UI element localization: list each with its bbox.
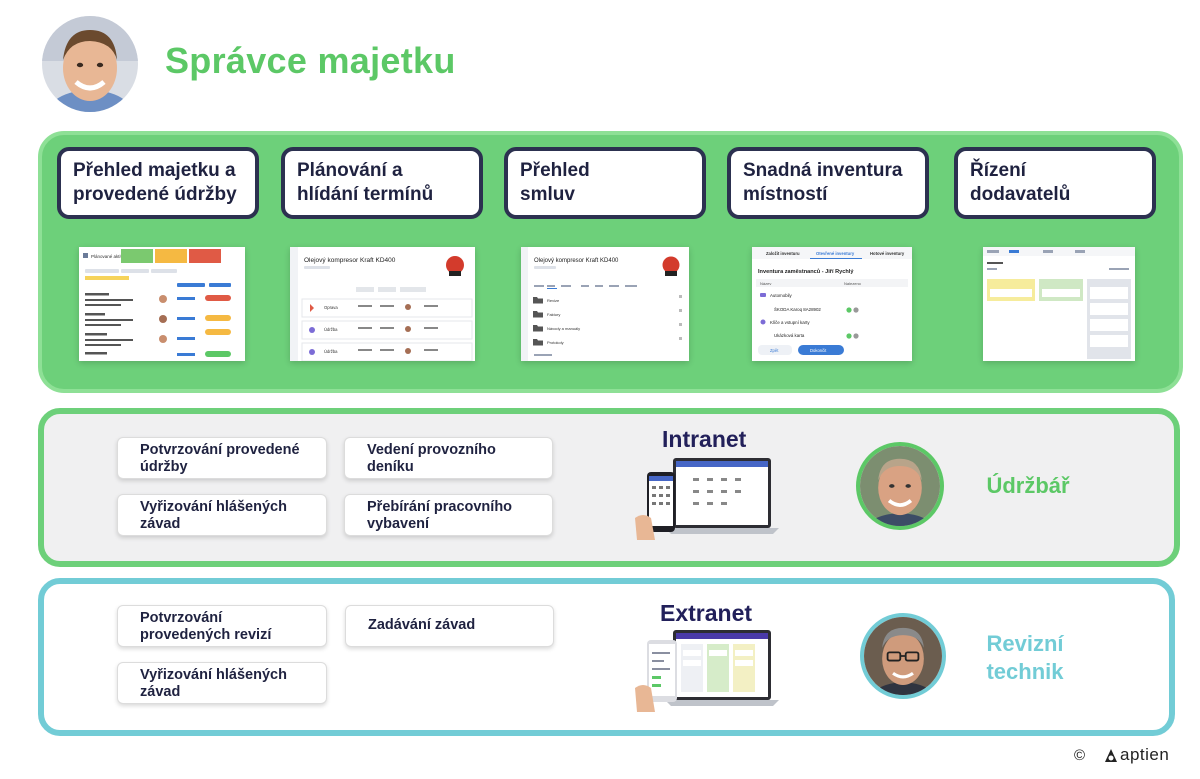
kompresor-title: Olejový kompresor Kraft KD400 <box>304 257 396 264</box>
feature-label-line2: hlídání termínů <box>297 184 434 205</box>
intranet-devices <box>633 456 781 542</box>
task-operation-log: Vedení provozního deníku <box>344 437 553 479</box>
aptien-logo-icon <box>1104 748 1118 764</box>
task-handle-faults-ext: Vyřizování hlášených závad <box>117 662 327 704</box>
task-line2: údržby <box>140 459 188 475</box>
inventory-col-found: Nalezeno <box>844 281 862 286</box>
task-line1: Potvrzování <box>140 610 223 626</box>
inventory-back: Zpět <box>770 348 779 353</box>
maintenance-list-preview: Plánované aktivity <box>83 249 231 357</box>
schedule-row-3: Údržba <box>324 349 338 354</box>
task-line2: závad <box>140 516 181 532</box>
schedule-row-2: Údržba <box>324 327 338 332</box>
inventory-tab-2: Otevřené inventury <box>816 251 855 256</box>
technician-avatar <box>860 613 946 699</box>
task-line1: Zadávání závad <box>368 617 476 633</box>
inventory-finish: Dokončit <box>810 348 827 353</box>
feature-label-line1: Přehled majetku a <box>73 160 236 181</box>
task-line2: vybavení <box>367 516 430 532</box>
inventory-row-1: Automobily <box>770 293 793 298</box>
brand-name: aptien <box>1120 745 1170 764</box>
inventory-col-name: Název <box>760 281 771 286</box>
task-handle-faults: Vyřizování hlášených závad <box>117 494 327 536</box>
task-line1: Vyřizování hlášených <box>140 667 287 683</box>
role-technician-line1: Revizní <box>986 631 1064 656</box>
screenshot-kompresor-schedule: Olejový kompresor Kraft KD400 Oprava Údr… <box>290 247 475 361</box>
task-line1: Přebírání pracovního <box>367 499 513 515</box>
manager-avatar <box>42 16 138 112</box>
task-line2: provedených revizí <box>140 627 272 643</box>
copyright-symbol: © <box>1074 747 1086 764</box>
laptop-phone-icon <box>635 458 779 540</box>
folder-3: Návody a manuály <box>547 326 580 331</box>
feature-label-line2: dodavatelů <box>970 184 1071 205</box>
task-line2: deníku <box>367 459 414 475</box>
role-technician: Revizní technik <box>965 630 1085 686</box>
extranet-title: Extranet <box>660 600 753 626</box>
feature-label-line2: smluv <box>520 184 575 205</box>
folder-4: Protokoly <box>547 340 564 345</box>
task-line1: Vedení provozního <box>367 442 496 458</box>
extranet-devices <box>633 628 781 714</box>
logo-mark-icon <box>1105 749 1117 762</box>
contracts-preview: Olejový kompresor Kraft KD400 Revize Fak… <box>521 247 682 361</box>
inventory-preview: Založit inventuru Otevřené inventury Hot… <box>752 247 912 355</box>
folder-2: Faktury <box>547 312 560 317</box>
inventory-row-2: ŠKODA Karoq 8A28902 <box>774 307 821 312</box>
maintenance-title: Plánované aktivity <box>91 254 128 259</box>
extranet-panel <box>38 578 1175 736</box>
feature-label-line1: Plánování a <box>297 160 403 181</box>
feature-label-line1: Přehled <box>520 160 590 181</box>
screenshot-contracts: Olejový kompresor Kraft KD400 Revize Fak… <box>521 247 689 361</box>
schedule-row-1: Oprava <box>324 305 338 310</box>
feature-label-line1: Řízení <box>970 160 1026 181</box>
feature-label-line1: Snadná inventura <box>743 160 903 181</box>
inventory-title: Inventura zaměstnanců - Jiří Rychlý <box>758 268 854 275</box>
task-confirm-revisions: Potvrzování provedených revizí <box>117 605 327 647</box>
task-line2: závad <box>140 684 181 700</box>
maintainer-avatar <box>856 442 944 530</box>
kompresor-schedule-preview: Olejový kompresor Kraft KD400 Oprava Údr… <box>290 247 473 361</box>
feature-label-line2: místností <box>743 184 828 205</box>
intranet-title: Intranet <box>662 426 747 452</box>
screenshot-maintenance-list: Plánované aktivity <box>79 247 245 361</box>
folder-1: Revize <box>547 298 560 303</box>
maintainer-avatar-image <box>860 446 940 526</box>
technician-avatar-image <box>864 617 942 695</box>
feature-contracts: Přehled smluv <box>504 147 706 219</box>
inventory-row-4: Ukázková karta <box>774 333 805 338</box>
suppliers-kanban-preview <box>983 247 1135 359</box>
inventory-tab-1: Založit inventuru <box>766 251 800 256</box>
feature-suppliers: Řízení dodavatelů <box>954 147 1156 219</box>
contracts-title: Olejový kompresor Kraft KD400 <box>534 258 619 264</box>
feature-planning: Plánování a hlídání termínů <box>281 147 483 219</box>
laptop-phone-icon <box>635 630 779 712</box>
screenshot-inventory: Založit inventuru Otevřené inventury Hot… <box>752 247 912 361</box>
screenshot-suppliers-kanban <box>983 247 1135 361</box>
task-confirm-maintenance: Potvrzování provedené údržby <box>117 437 327 479</box>
feature-label-line2: provedené údržby <box>73 184 237 205</box>
feature-inventory: Snadná inventura místností <box>727 147 929 219</box>
feature-asset-overview: Přehled majetku a provedené údržby <box>57 147 259 219</box>
page-title: Správce majetku <box>165 40 456 81</box>
manager-avatar-image <box>42 16 138 112</box>
role-technician-line2: technik <box>986 659 1064 684</box>
task-report-faults: Zadávání závad <box>345 605 554 647</box>
inventory-row-3: Klíče a vstupní karty <box>770 320 810 325</box>
task-equipment-handover: Přebírání pracovního vybavení <box>344 494 553 536</box>
task-line1: Vyřizování hlášených <box>140 499 287 515</box>
intranet-panel <box>38 408 1180 567</box>
role-maintainer: Údržbář <box>986 473 1070 498</box>
inventory-tab-3: Hotové inventury <box>870 251 905 256</box>
task-line1: Potvrzování provedené <box>140 442 300 458</box>
